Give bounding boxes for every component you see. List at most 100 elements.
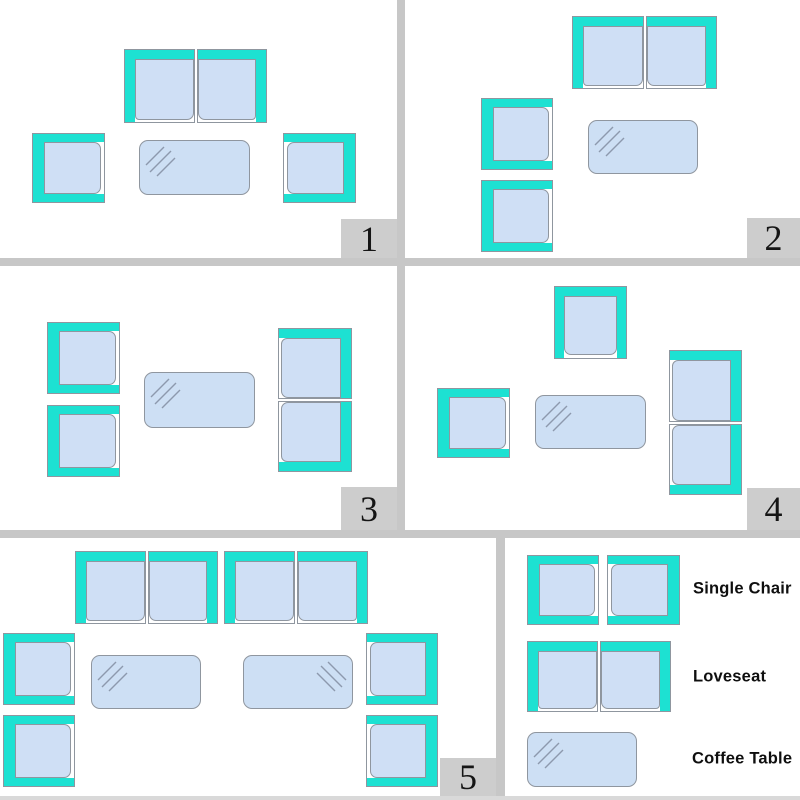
seat-cushion: [539, 564, 595, 616]
layout-panel-1: 1: [0, 0, 397, 258]
loveseat-back: [341, 329, 351, 398]
chair-arm: [59, 468, 119, 476]
coffee-table: [91, 655, 201, 709]
single-chair: [32, 133, 105, 203]
divider-vertical-2: [397, 266, 405, 538]
chair-arm: [367, 696, 426, 704]
seat-cushion: [611, 564, 668, 616]
glass-shine-icon: [533, 738, 564, 769]
seat-cushion: [15, 724, 71, 778]
loveseat: [278, 328, 352, 472]
seat-cushion: [370, 642, 426, 696]
loveseat-arm: [125, 59, 135, 122]
chair-arm: [555, 296, 564, 358]
chair-arm: [15, 696, 74, 704]
loveseat-module: [224, 551, 295, 624]
loveseat-arm: [279, 329, 341, 338]
chair-back: [426, 634, 437, 704]
layout-panel-5: 5: [0, 538, 497, 796]
loveseat-module: [278, 401, 352, 472]
chair-arm: [367, 716, 426, 724]
seat-cushion: [583, 26, 643, 86]
single-chair: [554, 286, 627, 359]
legend-label: Single Chair: [693, 579, 792, 598]
chair-back: [4, 634, 15, 704]
chair-back: [426, 716, 437, 786]
loveseat-back: [148, 552, 217, 561]
glass-shine-icon: [150, 378, 181, 409]
chair-back: [4, 716, 15, 786]
loveseat: [527, 641, 671, 712]
seat-cushion: [15, 642, 71, 696]
glass-shine-icon: [594, 126, 625, 157]
loveseat-back: [76, 552, 145, 561]
single-chair: [437, 388, 510, 458]
loveseat-module: [645, 16, 717, 89]
seat-cushion: [287, 142, 344, 194]
chair-arm: [44, 194, 104, 202]
loveseat: [124, 49, 267, 123]
chair-arm: [449, 389, 509, 397]
loveseat-back: [601, 642, 670, 651]
chair-arm: [367, 778, 426, 786]
coffee-table: [588, 120, 698, 174]
seat-cushion: [235, 561, 294, 621]
chair-arm: [493, 243, 552, 251]
seat-cushion: [449, 397, 506, 449]
loveseat-arm: [207, 561, 217, 623]
seat-cushion: [538, 651, 597, 709]
panel-number-badge: 2: [747, 218, 800, 258]
legend-label: Loveseat: [693, 667, 767, 686]
chair-arm: [449, 449, 509, 457]
seat-cushion: [135, 59, 194, 120]
seat-cushion: [59, 414, 116, 468]
loveseat-module: [124, 49, 195, 123]
loveseat-back: [528, 642, 597, 651]
single-chair: [283, 133, 356, 203]
single-chair: [3, 633, 75, 705]
loveseat-arm: [670, 485, 731, 494]
legend-label: Coffee Table: [692, 749, 793, 768]
single-chair: [607, 555, 680, 625]
glass-shine-icon: [145, 146, 176, 177]
seat-cushion: [86, 561, 145, 621]
seat-cushion: [672, 424, 731, 485]
loveseat-module: [147, 551, 218, 624]
single-chair: [481, 98, 553, 170]
coffee-table: [243, 655, 353, 709]
single-chair: [47, 405, 120, 477]
single-chair: [366, 633, 438, 705]
seat-cushion: [564, 296, 617, 355]
seat-cushion: [281, 338, 341, 398]
seat-cushion: [672, 360, 731, 421]
loveseat-back: [225, 552, 294, 561]
loveseat-back: [341, 402, 351, 471]
chair-arm: [493, 181, 552, 189]
chair-arm: [59, 323, 119, 331]
loveseat-arm: [357, 561, 367, 623]
panel-number-badge: 4: [747, 488, 800, 530]
seat-cushion: [281, 402, 341, 462]
chair-arm: [617, 296, 626, 358]
seat-cushion: [646, 26, 706, 86]
panel-number-badge: 5: [440, 758, 496, 796]
chair-arm: [493, 161, 552, 169]
loveseat-back: [298, 552, 367, 561]
seat-cushion: [44, 142, 101, 194]
chair-arm: [539, 556, 598, 564]
chair-arm: [367, 634, 426, 642]
divider-horizontal-1: [0, 258, 800, 266]
glass-shine-icon: [97, 661, 128, 692]
chair-arm: [608, 616, 668, 624]
loveseat-back: [197, 50, 266, 59]
panel-number-badge: 1: [341, 219, 397, 258]
seat-cushion: [493, 189, 549, 243]
loveseat-module: [572, 16, 644, 89]
panel-number-badge: 3: [341, 487, 397, 530]
coffee-table: [527, 732, 637, 787]
seat-cushion: [298, 561, 357, 621]
divider-vertical-3: [496, 538, 505, 800]
layout-panel-2: 2: [405, 0, 800, 258]
